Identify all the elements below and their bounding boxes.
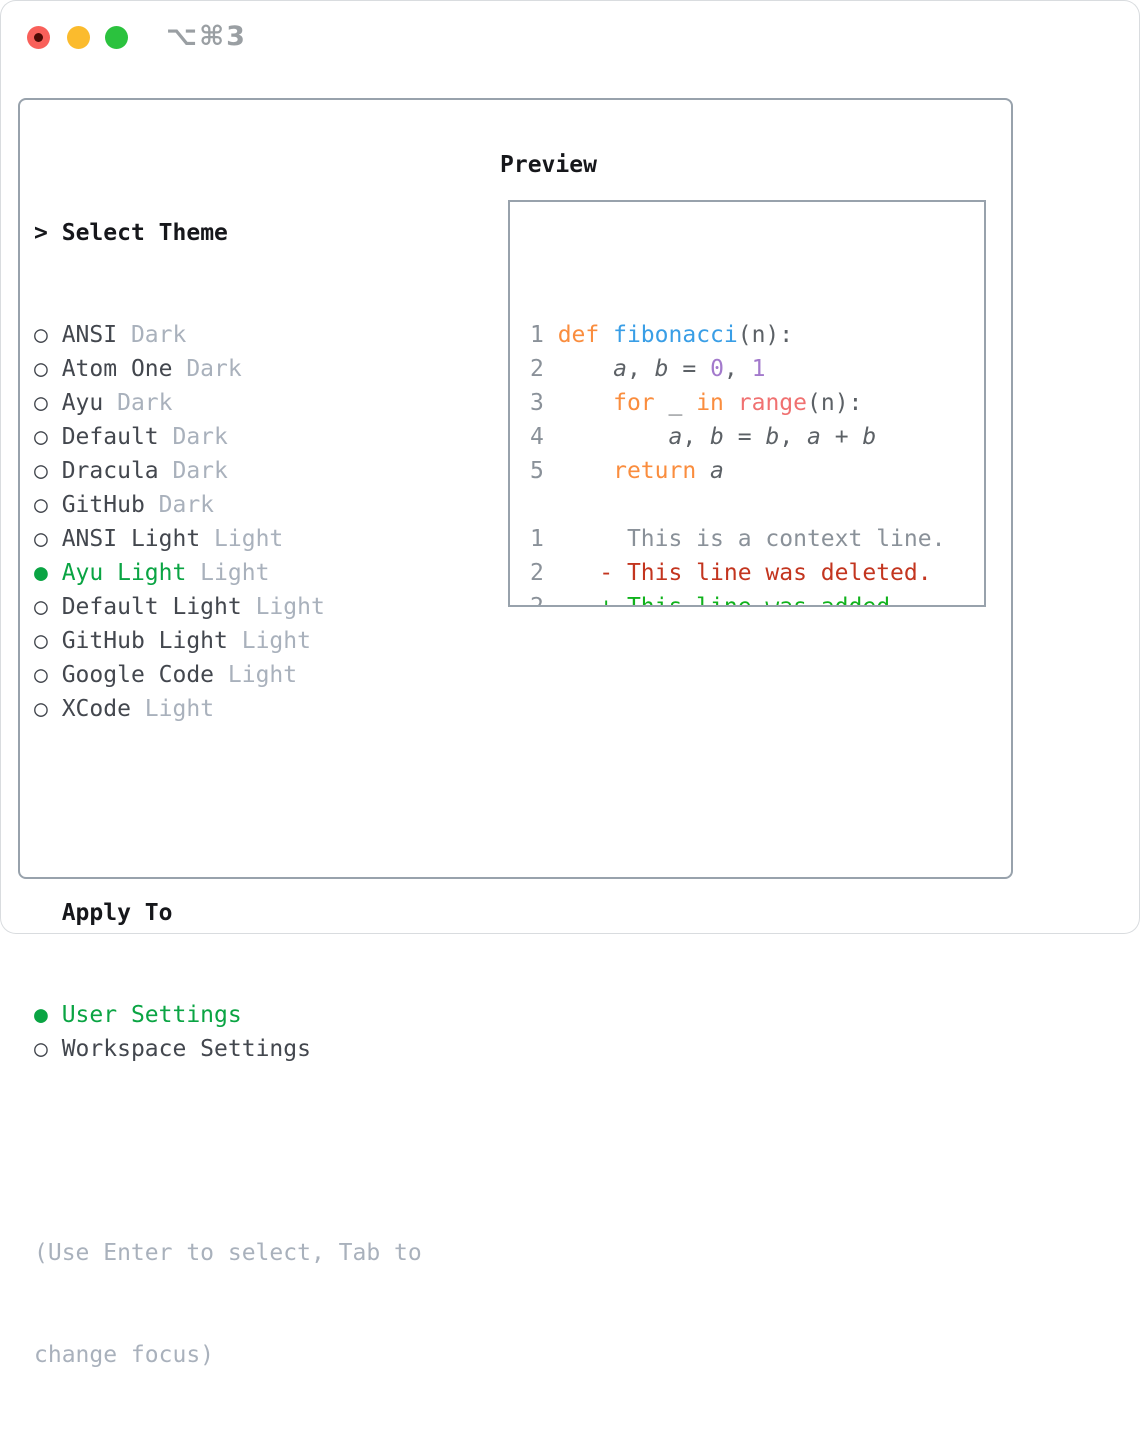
- theme-variant: Dark: [172, 356, 242, 382]
- theme-name: Default: [61, 424, 159, 450]
- left-column: > Select Theme ○ ANSI Dark○ Atom One Dar…: [34, 148, 422, 1440]
- theme-variant: Dark: [117, 322, 187, 348]
- theme-variant: Dark: [158, 424, 228, 450]
- line-number: 2: [530, 594, 558, 607]
- theme-item-default-light[interactable]: ○ Default Light Light: [34, 590, 422, 624]
- theme-variant: Light: [241, 594, 325, 620]
- code-line: 3 for _ in range(n):: [530, 390, 863, 416]
- apply-option-workspace-settings[interactable]: ○ Workspace Settings: [34, 1032, 422, 1066]
- apply-option-label: Workspace Settings: [61, 1036, 311, 1062]
- radio-icon: ○: [34, 458, 62, 484]
- theme-variant: Light: [227, 628, 311, 654]
- theme-name: ANSI Light: [61, 526, 201, 552]
- theme-item-github-light[interactable]: ○ GitHub Light Light: [34, 624, 422, 658]
- apply-option-user-settings[interactable]: ● User Settings: [34, 998, 422, 1032]
- theme-item-ayu[interactable]: ○ Ayu Dark: [34, 386, 422, 420]
- theme-name: GitHub Light: [61, 628, 228, 654]
- select-theme-prefix: >: [34, 220, 48, 246]
- radio-icon: ○: [34, 1036, 62, 1062]
- preview-pane: 1 def fibonacci(n): 2 a, b = 0, 1 3 for _ …: [508, 200, 986, 607]
- code-line: 2 + This line was added.: [530, 590, 984, 607]
- radio-icon: ○: [34, 662, 62, 688]
- theme-item-atom-one[interactable]: ○ Atom One Dark: [34, 352, 422, 386]
- radio-icon: ○: [34, 424, 62, 450]
- theme-item-google-code[interactable]: ○ Google Code Light: [34, 658, 422, 692]
- theme-variant: Dark: [103, 390, 173, 416]
- code-line: 2 a, b = 0, 1: [530, 356, 766, 382]
- theme-name: ANSI: [61, 322, 118, 348]
- theme-item-ansi[interactable]: ○ ANSI Dark: [34, 318, 422, 352]
- line-number: 2: [530, 356, 558, 382]
- theme-item-xcode[interactable]: ○ XCode Light: [34, 692, 422, 726]
- radio-icon: ○: [34, 628, 62, 654]
- theme-name: GitHub: [61, 492, 145, 518]
- minimize-button-icon[interactable]: [67, 26, 90, 49]
- app-window: ⌥⌘3 > Select Theme ○ ANSI Dark○ Atom One…: [18, 21, 1013, 1368]
- theme-variant: Dark: [144, 492, 215, 518]
- radio-icon: ○: [34, 492, 62, 518]
- code-line: 1 def fibonacci(n):: [530, 322, 794, 348]
- code-line: 5 return a: [530, 458, 724, 484]
- code-line: 1 This is a context line.: [530, 526, 946, 552]
- preview-title: Preview: [500, 152, 597, 178]
- theme-name: Atom One: [61, 356, 173, 382]
- hint-line-1: (Use Enter to select, Tab to: [34, 1240, 422, 1266]
- theme-name: Default Light: [61, 594, 242, 620]
- radio-icon: ○: [34, 526, 62, 552]
- code-block: 1 def fibonacci(n): 2 a, b = 0, 1 3 for _ …: [530, 318, 984, 607]
- radio-icon: ○: [34, 390, 62, 416]
- theme-name: Google Code: [61, 662, 215, 688]
- theme-item-github[interactable]: ○ GitHub Dark: [34, 488, 422, 522]
- zoom-button-icon[interactable]: [105, 26, 128, 49]
- theme-item-dracula[interactable]: ○ Dracula Dark: [34, 454, 422, 488]
- selected-radio-icon: ●: [34, 1002, 62, 1028]
- radio-icon: ○: [34, 322, 62, 348]
- close-button-icon[interactable]: [27, 26, 50, 49]
- line-number: 2: [530, 560, 558, 586]
- code-line-blank: [530, 488, 984, 522]
- theme-list: ○ ANSI Dark○ Atom One Dark○ Ayu Dark○ De…: [34, 318, 422, 726]
- theme-name: Ayu Light: [61, 560, 187, 586]
- radio-icon: ○: [34, 594, 62, 620]
- apply-option-label: User Settings: [61, 1002, 242, 1028]
- line-number: 4: [530, 424, 558, 450]
- theme-item-ayu-light[interactable]: ● Ayu Light Light: [34, 556, 422, 590]
- spacer: [34, 794, 422, 828]
- code-line: 4 a, b = b, a + b: [530, 424, 877, 450]
- code-line: 2 - This line was deleted.: [530, 560, 932, 586]
- theme-name: Dracula: [61, 458, 159, 484]
- theme-variant: Light: [130, 696, 215, 722]
- radio-icon: ○: [34, 696, 62, 722]
- spacer: [34, 1134, 422, 1168]
- window-shortcut-label: ⌥⌘3: [166, 21, 247, 52]
- theme-name: XCode: [61, 696, 131, 722]
- radio-icon: ○: [34, 356, 62, 382]
- hint-line-2: change focus): [34, 1342, 215, 1368]
- select-theme-title: Select Theme: [61, 220, 228, 246]
- theme-name: Ayu: [61, 390, 104, 416]
- theme-selector-panel: > Select Theme ○ ANSI Dark○ Atom One Dar…: [18, 98, 1013, 1368]
- line-number: 5: [530, 458, 558, 484]
- theme-variant: Light: [200, 526, 284, 552]
- theme-variant: Dark: [158, 458, 228, 484]
- line-number: 1: [530, 322, 558, 348]
- theme-variant: Light: [186, 560, 270, 586]
- theme-item-ansi-light[interactable]: ○ ANSI Light Light: [34, 522, 422, 556]
- apply-to-header: Apply To: [34, 896, 422, 930]
- apply-to-list: ● User Settings○ Workspace Settings: [34, 998, 422, 1066]
- line-number: 1: [530, 526, 558, 552]
- apply-to-title: Apply To: [61, 900, 173, 926]
- selected-radio-icon: ●: [34, 560, 62, 586]
- theme-item-default[interactable]: ○ Default Dark: [34, 420, 422, 454]
- theme-variant: Light: [214, 662, 298, 688]
- line-number: 3: [530, 390, 558, 416]
- select-theme-header: > Select Theme: [34, 216, 422, 250]
